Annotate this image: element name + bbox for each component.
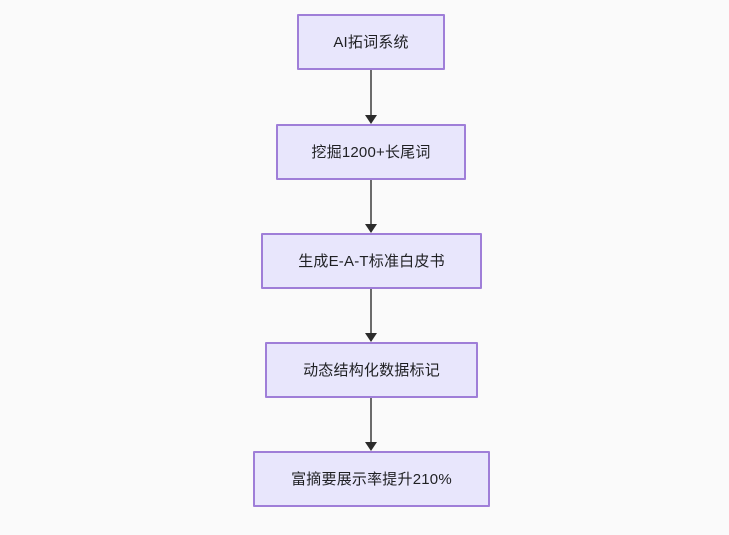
flow-node[interactable]: 动态结构化数据标记 [265, 342, 478, 398]
flow-node-label: 动态结构化数据标记 [303, 361, 440, 379]
flow-edge [361, 70, 381, 124]
arrowhead-icon [365, 224, 377, 233]
flow-node[interactable]: 富摘要展示率提升210% [253, 451, 490, 507]
flow-node-label: AI拓词系统 [333, 33, 409, 51]
flow-node-label: 挖掘1200+长尾词 [311, 143, 431, 161]
flow-edge [361, 289, 381, 342]
flow-node-label: 富摘要展示率提升210% [291, 470, 452, 488]
flow-node[interactable]: 生成E-A-T标准白皮书 [261, 233, 482, 289]
flow-node-label: 生成E-A-T标准白皮书 [298, 252, 445, 270]
flow-edge [361, 180, 381, 233]
flow-node[interactable]: 挖掘1200+长尾词 [276, 124, 466, 180]
arrowhead-icon [365, 442, 377, 451]
flow-edge [361, 398, 381, 451]
arrowhead-icon [365, 115, 377, 124]
arrowhead-icon [365, 333, 377, 342]
flow-node[interactable]: AI拓词系统 [297, 14, 445, 70]
